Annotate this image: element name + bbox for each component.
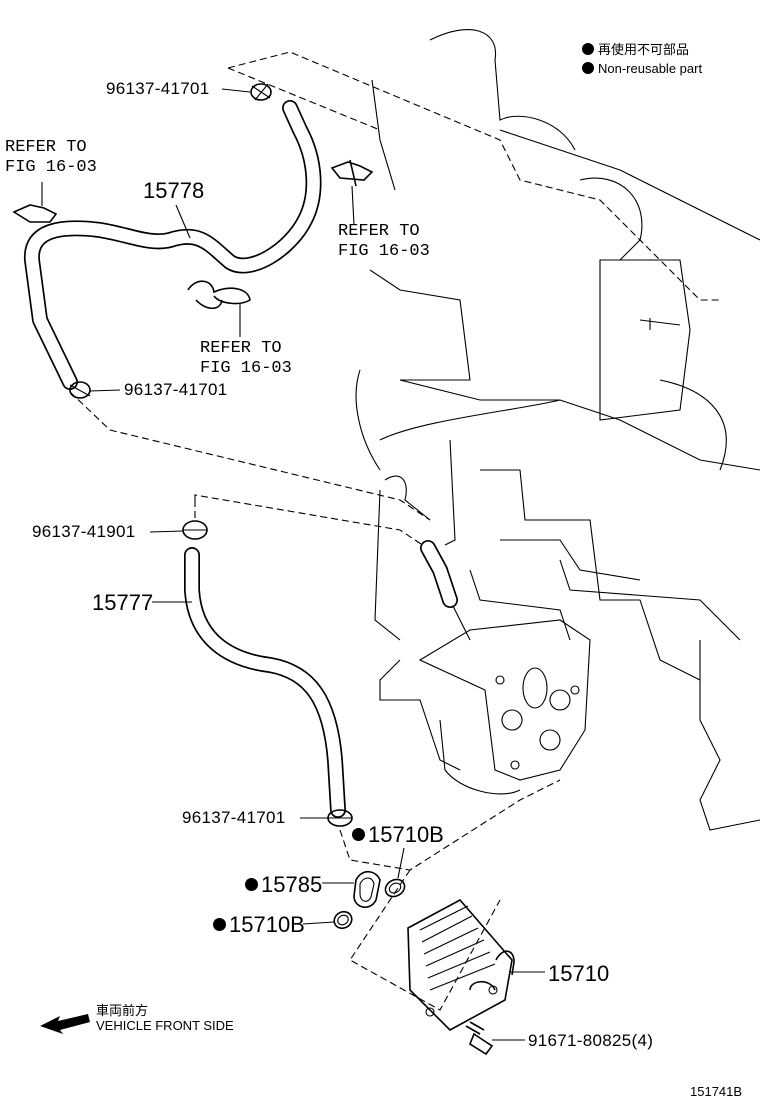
ref-low-line1: REFER TO: [200, 339, 282, 358]
label-ref-mid[interactable]: REFER TO FIG 16-03: [338, 222, 430, 262]
engine-outline: [355, 29, 760, 831]
label-clip-left[interactable]: 96137-41701: [124, 380, 228, 399]
non-reusable-dot-icon: [352, 828, 365, 841]
bracket-icons: [12, 159, 374, 310]
non-reusable-dot-icon: [582, 62, 594, 74]
non-reusable-dot-icon: [582, 43, 594, 55]
label-hose-lower[interactable]: 15777: [92, 590, 154, 615]
label-gasket-a[interactable]: 15710B: [352, 822, 444, 848]
legend-jp: 再使用不可部品: [582, 39, 689, 58]
bolt-icon: [465, 1021, 494, 1056]
direction-en: VEHICLE FRONT SIDE: [96, 1018, 234, 1033]
label-ref-left[interactable]: REFER TO FIG 16-03: [5, 138, 97, 178]
label-clip-top[interactable]: 96137-41701: [106, 79, 210, 98]
hose-15778: [23, 100, 322, 390]
dashed-guides: [69, 51, 720, 1011]
gasket-icons: [333, 870, 406, 930]
arrow-left-icon: [40, 1014, 90, 1034]
label-hose-upper[interactable]: 15778: [143, 178, 205, 203]
non-reusable-dot-icon: [245, 878, 258, 891]
ref-left-line1: REFER TO: [5, 138, 87, 157]
ref-left-line2: FIG 16-03: [5, 158, 97, 177]
label-clip-hose2[interactable]: 96137-41901: [32, 522, 136, 541]
oil-cooler-icon: [407, 898, 515, 1031]
label-cooler[interactable]: 15710: [548, 961, 610, 986]
label-oring[interactable]: 15785: [245, 872, 322, 898]
ref-mid-line1: REFER TO: [338, 222, 420, 241]
leader-lines: [41, 88, 545, 1041]
label-gasket-b[interactable]: 15710B: [213, 912, 305, 938]
direction-jp: 車両前方: [96, 1003, 149, 1018]
label-clip-bottom[interactable]: 96137-41701: [182, 808, 286, 827]
hose-15777: [184, 547, 346, 818]
label-bolt[interactable]: 91671-80825(4): [528, 1031, 654, 1050]
ref-mid-line2: FIG 16-03: [338, 242, 430, 261]
non-reusable-dot-icon: [213, 918, 226, 931]
figure-id: 151741B: [690, 1084, 743, 1099]
ref-low-line2: FIG 16-03: [200, 359, 292, 378]
legend-en: Non-reusable part: [582, 61, 702, 76]
label-ref-low[interactable]: REFER TO FIG 16-03: [200, 339, 292, 379]
clip-icons: [69, 83, 353, 827]
